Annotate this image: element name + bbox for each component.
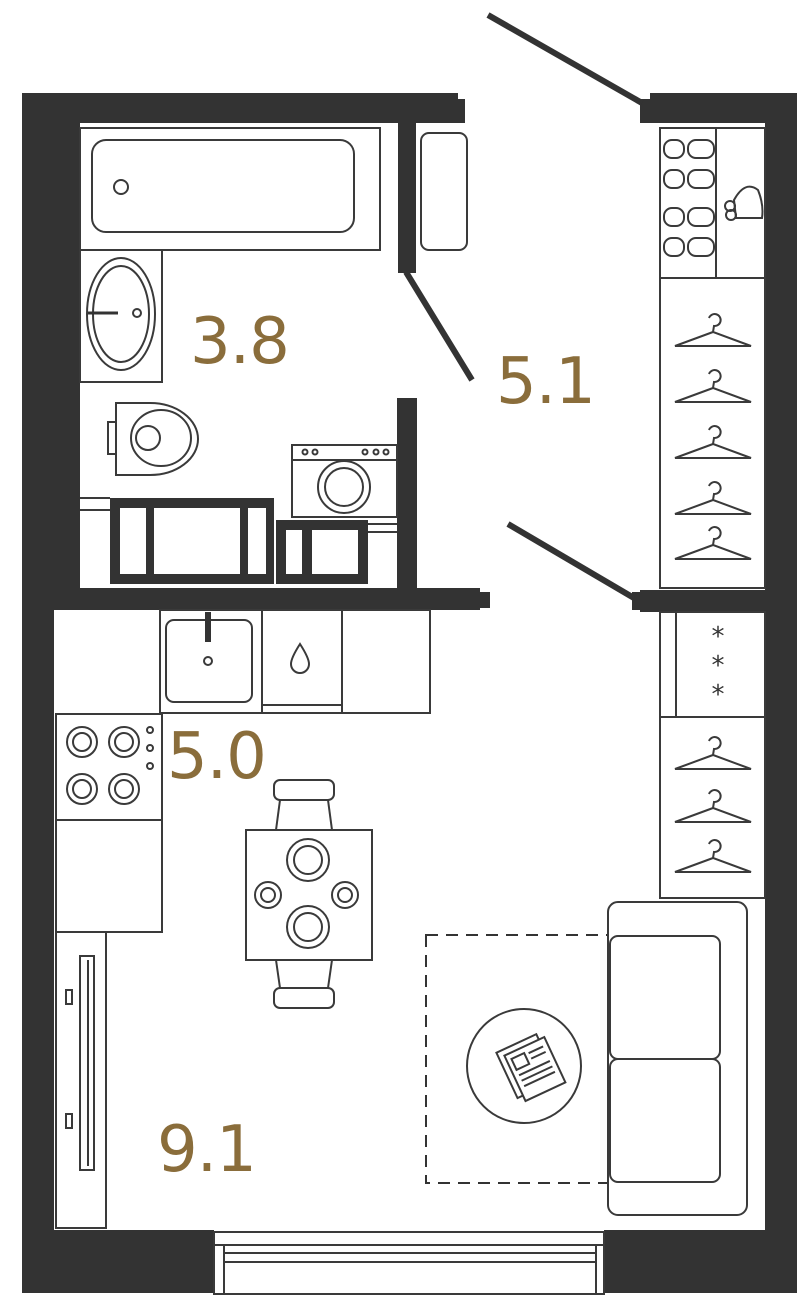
clothes-hanger-icon <box>674 313 752 560</box>
clothes-hanger-icon <box>674 789 752 823</box>
clothes-hanger-icon <box>674 481 752 515</box>
chair-icon <box>273 959 335 1009</box>
dining-table-icon <box>245 829 373 961</box>
clothes-hanger-icon <box>674 313 752 347</box>
newspaper-icon <box>466 1008 582 1124</box>
kitchen-counter <box>159 609 431 714</box>
wardrobe-lower <box>659 716 766 899</box>
stove-icon <box>55 713 163 821</box>
doors <box>403 12 644 601</box>
clothes-hanger-icon <box>674 736 752 873</box>
clothes-hanger-icon <box>674 369 752 403</box>
bathroom-cabinets <box>80 497 397 584</box>
kitchen-cabinet <box>55 819 163 933</box>
clothes-hanger-icon <box>674 526 752 560</box>
living-room-area-label: 9.1 <box>157 1113 257 1187</box>
wardrobe-upper <box>659 277 766 589</box>
clothes-hanger-icon <box>674 839 752 873</box>
water-drop-icon <box>289 642 311 674</box>
outer-walls <box>22 93 797 1293</box>
freezer-mark: * <box>712 651 725 681</box>
svg-text:***: *** <box>712 622 725 710</box>
freezer-mark: * <box>712 622 725 652</box>
clothes-hanger-icon <box>674 736 752 770</box>
living-room-door <box>506 521 636 601</box>
clothes-hanger-icon <box>674 425 752 459</box>
bathroom-door <box>403 270 475 382</box>
inner-walls <box>54 123 797 612</box>
bathtub-icon <box>79 127 381 251</box>
entrance-door <box>486 12 644 106</box>
shoe-rack-icon <box>659 127 766 279</box>
sofa-icon <box>607 901 748 1216</box>
bathroom-area-label: 3.8 <box>190 305 290 379</box>
dishwasher-icon <box>261 642 343 714</box>
hallway-area-label: 5.1 <box>496 345 596 419</box>
kitchen-area-label: 5.0 <box>167 720 267 794</box>
freezer-icon: *** <box>659 611 766 718</box>
kitchen-sink-icon <box>165 612 253 703</box>
towel-rail-icon <box>420 132 468 251</box>
radiator-icon <box>55 931 107 1229</box>
window-icon <box>213 1231 605 1295</box>
freezer-mark: * <box>712 680 725 710</box>
sink-icon <box>79 249 163 383</box>
chair-icon <box>273 779 335 831</box>
washing-machine-icon <box>291 444 398 518</box>
toilet-icon <box>107 402 199 476</box>
